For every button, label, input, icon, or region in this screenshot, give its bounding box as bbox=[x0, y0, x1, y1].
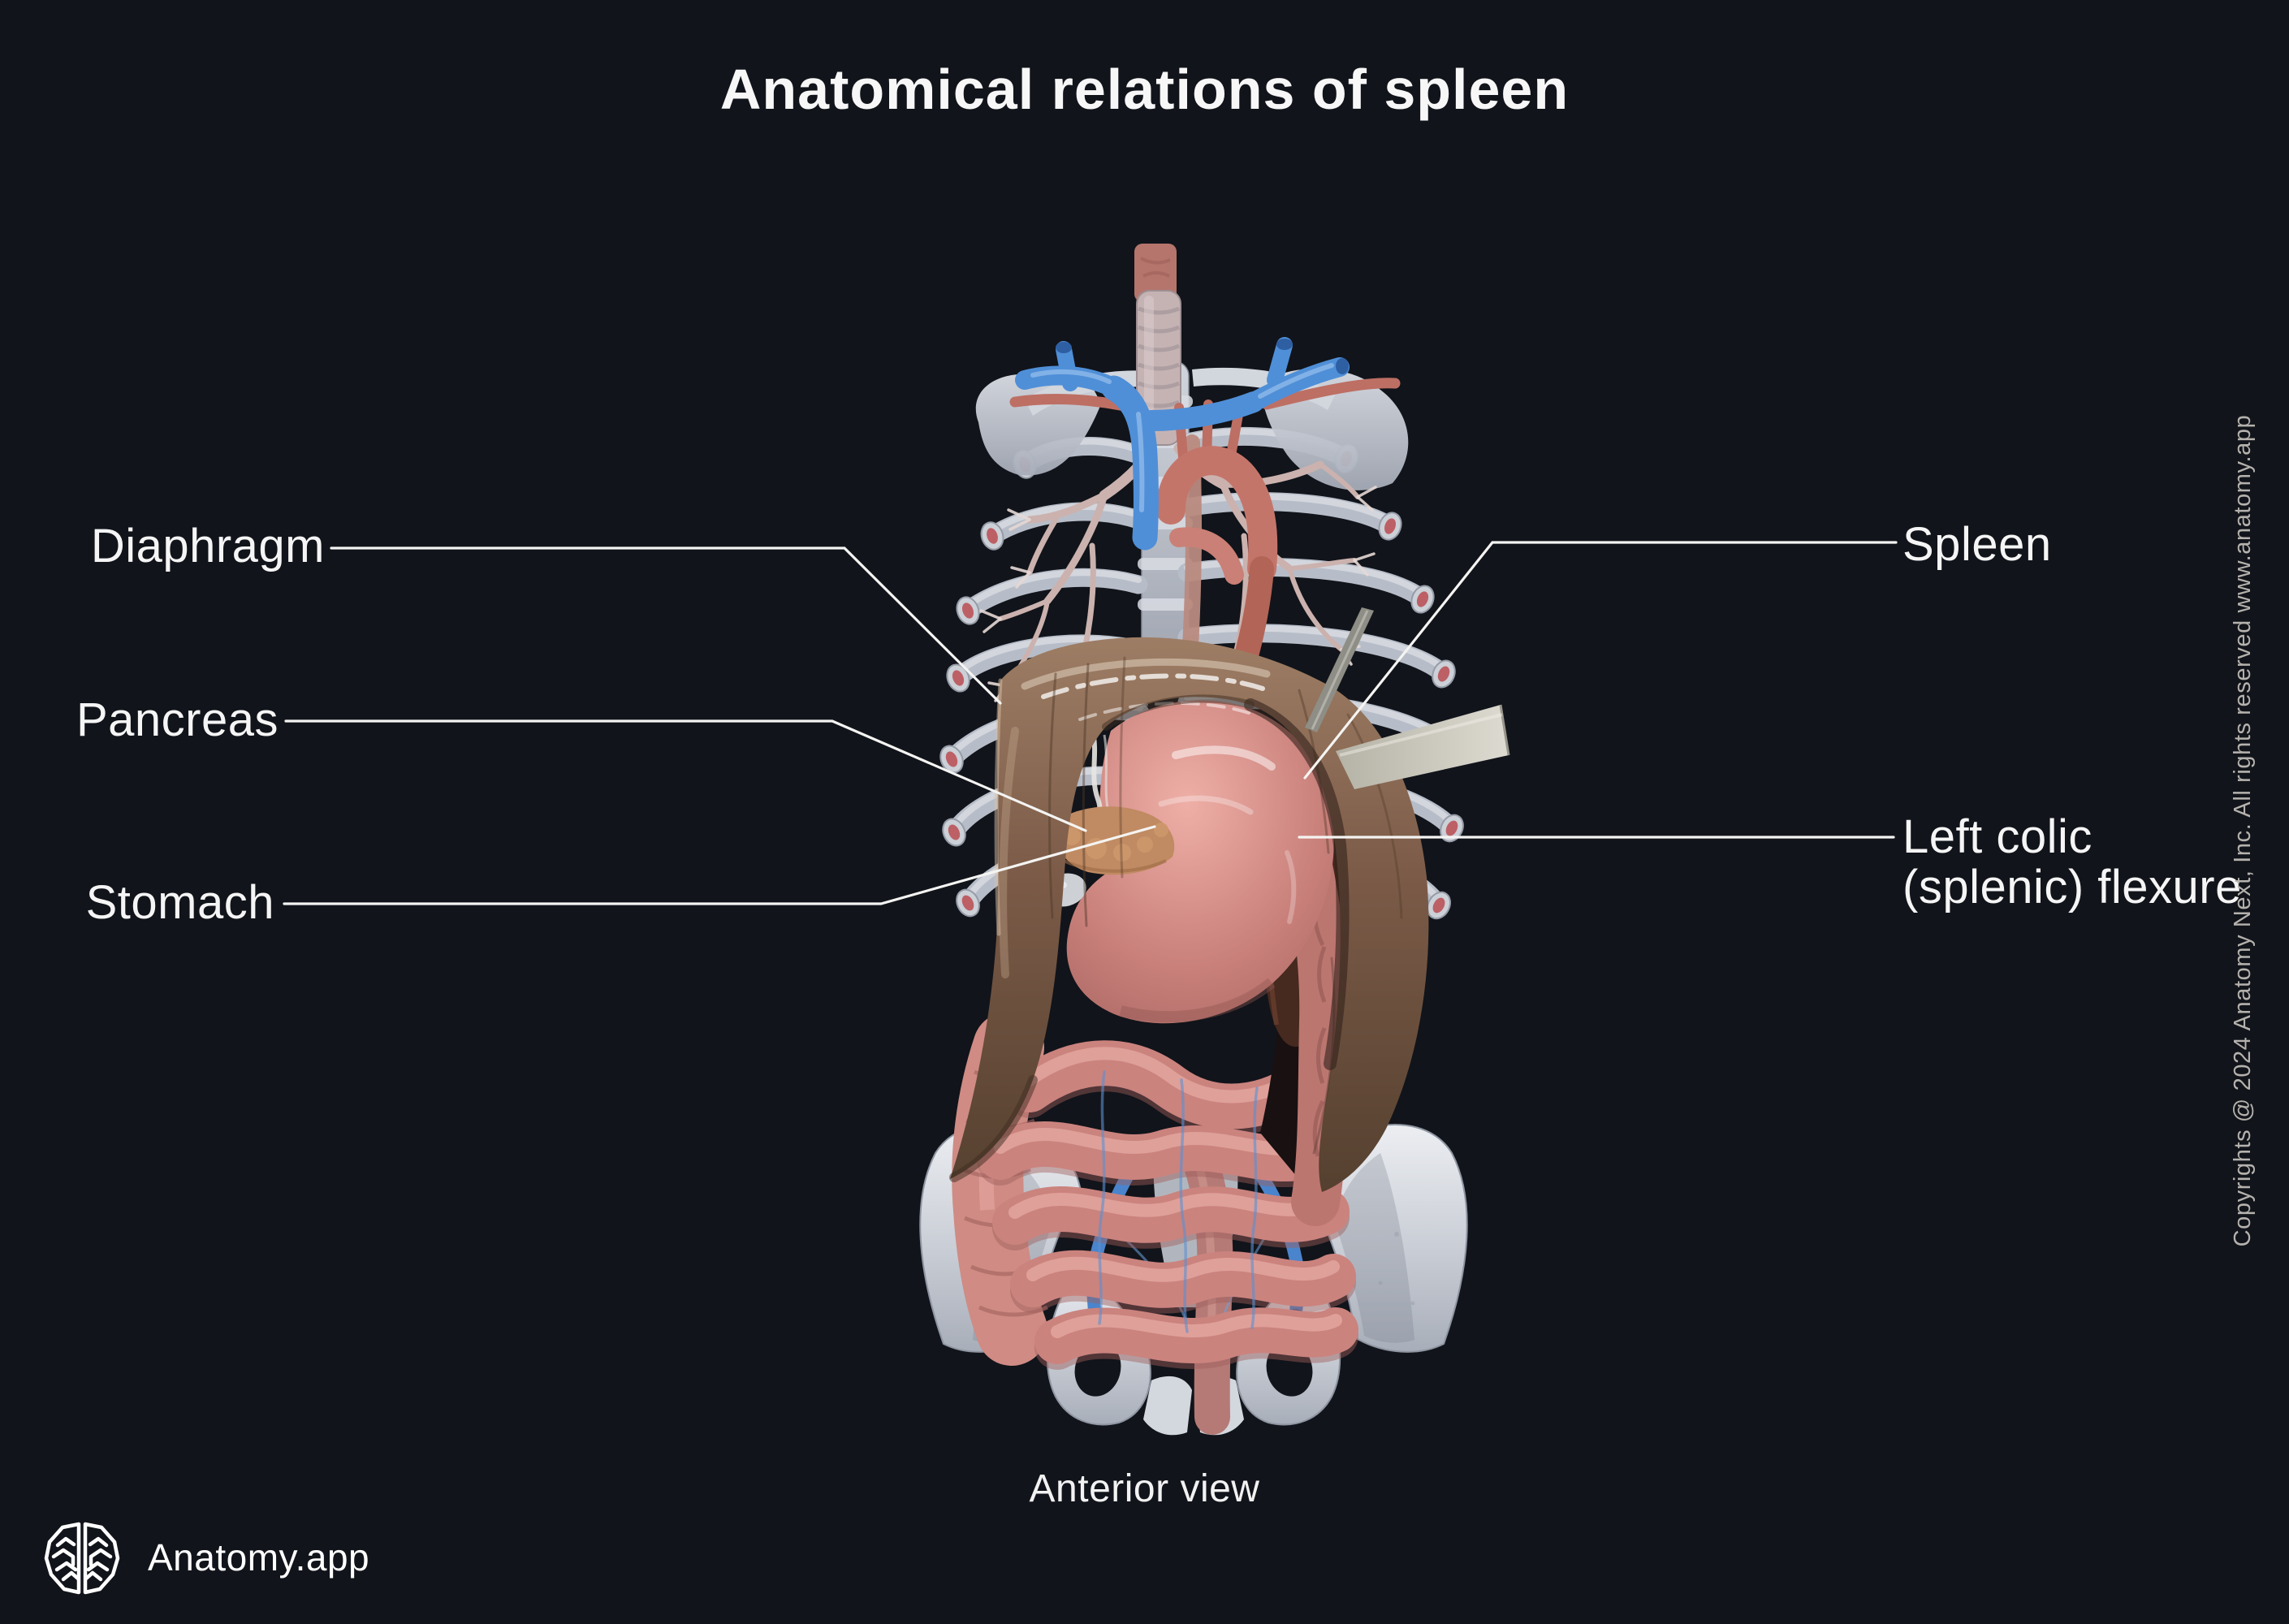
view-caption: Anterior view bbox=[1029, 1467, 1260, 1510]
surgical-retractors bbox=[1305, 607, 1510, 789]
label-diaphragm: Diaphragm bbox=[90, 520, 325, 572]
label-left-colic-flexure: Left colic (splenic) flexure bbox=[1902, 812, 2242, 913]
brain-maze-icon bbox=[44, 1522, 120, 1595]
diaphragm bbox=[949, 637, 1429, 1192]
label-spleen: Spleen bbox=[1902, 518, 2052, 571]
leader-diaphragm bbox=[330, 546, 1002, 705]
pancreas bbox=[1053, 806, 1175, 875]
stomach bbox=[1066, 700, 1335, 1024]
brand-name: Anatomy.app bbox=[148, 1536, 370, 1579]
leader-stomach bbox=[283, 825, 1156, 905]
trachea bbox=[1134, 244, 1181, 446]
label-left-colic-line2: (splenic) flexure bbox=[1902, 861, 2242, 914]
brand: Anatomy.app bbox=[41, 1518, 369, 1596]
leader-spleen bbox=[1303, 541, 1898, 780]
label-left-colic-line1: Left colic bbox=[1902, 810, 2092, 863]
leader-pancreas bbox=[284, 719, 1087, 832]
copyright-text: Copyrights @ 2024 Anatomy Next, Inc. All… bbox=[2230, 414, 2256, 1247]
leader-lines bbox=[283, 541, 1898, 905]
label-pancreas: Pancreas bbox=[76, 693, 279, 746]
page-title: Anatomical relations of spleen bbox=[719, 58, 1570, 121]
label-stomach: Stomach bbox=[85, 876, 274, 929]
